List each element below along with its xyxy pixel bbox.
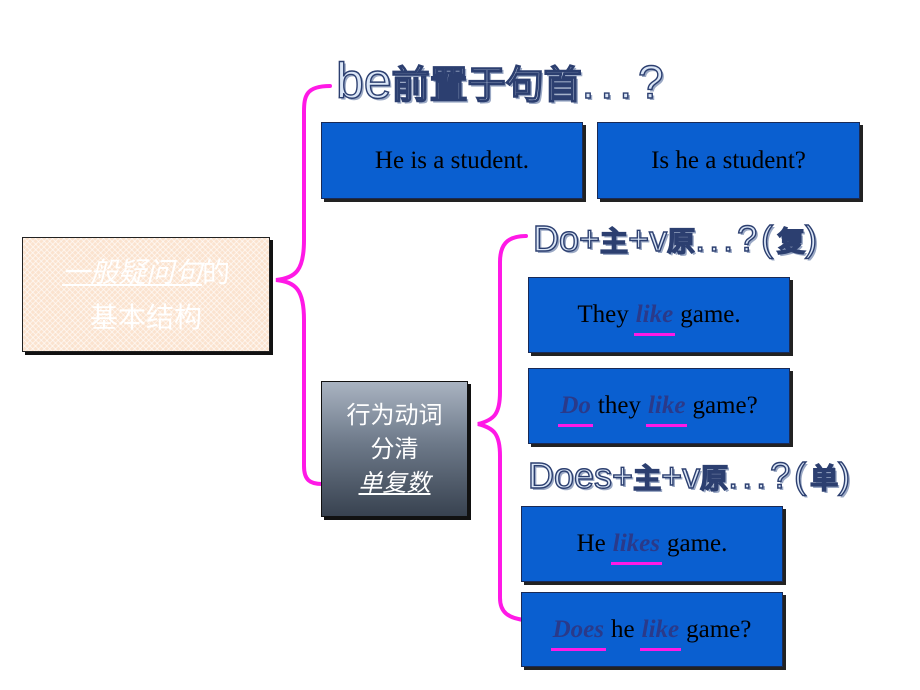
does-ex1-after: game. bbox=[666, 530, 728, 557]
do-ex2-after: game? bbox=[692, 392, 758, 419]
do-ex2-aux: Do bbox=[558, 392, 593, 427]
does-heading-end: ) bbox=[837, 454, 851, 496]
do-ex1-verb: like bbox=[633, 301, 675, 336]
verb-line1: 行为动词 bbox=[346, 401, 443, 429]
be-example-question: Is he a student? bbox=[597, 122, 860, 199]
do-ex1-after: game. bbox=[680, 301, 741, 328]
does-ex1-before: He bbox=[576, 530, 606, 557]
do-heading: Do+主+v原...?(复) bbox=[532, 217, 818, 260]
do-heading-tail: ...?( bbox=[694, 217, 778, 259]
do-heading-latin2: +v bbox=[627, 217, 668, 259]
does-heading-cjk2: 原 bbox=[699, 461, 729, 495]
be-heading-tail: ...? bbox=[581, 55, 670, 108]
does-ex2-aux: Does bbox=[550, 615, 607, 651]
verb-node: 行为动词 分清 单复数 bbox=[321, 381, 468, 517]
does-heading-latin1: Does+ bbox=[527, 454, 634, 496]
do-ex2-verb: like bbox=[645, 392, 687, 427]
root-node: 一般疑问句的 基本结构 bbox=[22, 237, 270, 352]
verb-bracket bbox=[477, 234, 528, 622]
root-bracket bbox=[275, 84, 332, 486]
does-heading: Does+主+v原...?(单) bbox=[527, 454, 851, 497]
root-line2: 基本结构 bbox=[89, 300, 202, 334]
be-example-statement: He is a student. bbox=[321, 122, 583, 199]
do-heading-cjk2: 原 bbox=[666, 224, 696, 258]
does-ex1-verb: likes bbox=[610, 530, 663, 565]
do-heading-cjk1: 主 bbox=[599, 224, 629, 258]
does-ex2-verb: like bbox=[639, 615, 681, 651]
root-title-rest: 的 bbox=[202, 255, 231, 289]
do-ex1-before: They bbox=[577, 301, 629, 328]
does-heading-latin2: +v bbox=[660, 454, 701, 496]
do-ex2-mid: they bbox=[597, 392, 641, 419]
root-title-underlined: 一般疑问句 bbox=[61, 255, 202, 289]
root-line1: 一般疑问句的 bbox=[23, 250, 269, 295]
verb-line3: 单复数 bbox=[358, 469, 431, 497]
be-example-statement-text: He is a student. bbox=[374, 146, 530, 174]
does-ex2-after: game? bbox=[686, 615, 752, 643]
be-heading-cjk: 前置于句首 bbox=[391, 62, 582, 107]
does-heading-cjk3: 单 bbox=[809, 461, 839, 495]
do-heading-latin1: Do+ bbox=[532, 217, 601, 259]
be-heading: be前置于句首...? bbox=[335, 52, 670, 110]
do-heading-cjk3: 复 bbox=[776, 224, 806, 258]
do-heading-end: ) bbox=[804, 217, 818, 259]
be-heading-latin: be bbox=[335, 52, 392, 109]
does-heading-cjk1: 主 bbox=[632, 461, 662, 495]
verb-line2: 分清 bbox=[370, 435, 419, 463]
does-ex2-mid: he bbox=[611, 615, 635, 643]
does-heading-tail: ...?( bbox=[727, 454, 811, 496]
be-example-question-text: Is he a student? bbox=[651, 146, 806, 174]
